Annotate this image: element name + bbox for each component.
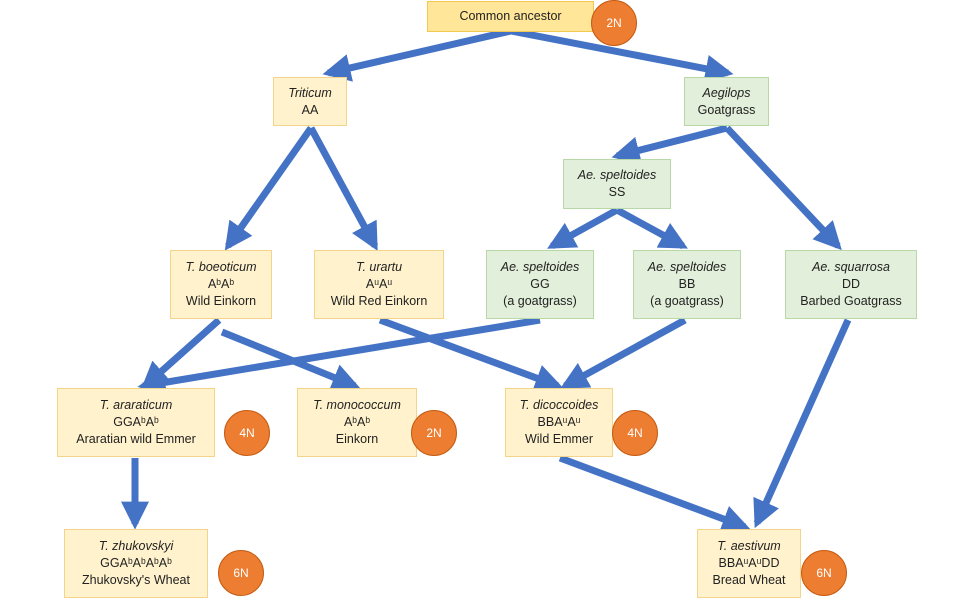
node-aegilops: Aegilops Goatgrass	[684, 77, 769, 126]
node-species: T. boeoticum	[185, 260, 257, 274]
node-species: Ae. speltoides	[500, 260, 580, 274]
node-common-name: Araratian wild Emmer	[76, 432, 196, 446]
ploidy-badge-aestivum: 6N	[801, 550, 847, 596]
node-araraticum: T. araraticum GGAᵇAᵇ Araratian wild Emme…	[57, 388, 215, 457]
node-genome: GGAᵇAᵇAᵇAᵇ	[100, 556, 172, 570]
node-boeoticum: T. boeoticum AᵇAᵇ Wild Einkorn	[170, 250, 272, 319]
arrow-speltoides_ss-to-speltoides_gg	[547, 206, 619, 250]
arrow-squarrosa-to-aestivum	[753, 318, 852, 529]
node-common-name: Wild Emmer	[524, 432, 594, 446]
node-common-name: Wild Einkorn	[185, 294, 257, 308]
node-common-name: Goatgrass	[697, 102, 756, 117]
node-species: T. dicoccoides	[519, 398, 599, 412]
node-triticum: Triticum AA	[273, 77, 347, 126]
node-genome: GG	[530, 277, 550, 291]
node-aestivum: T. aestivum BBAᵘAᵘDD Bread Wheat	[697, 529, 801, 598]
node-speltoides-ss: Ae. speltoides SS	[563, 159, 671, 209]
node-speltoides-gg: Ae. speltoides GG (a goatgrass)	[486, 250, 594, 319]
arrow-aegilops-to-speltoides_ss	[611, 124, 728, 165]
arrow-triticum-to-urartu	[307, 126, 379, 251]
node-genome: AᵇAᵇ	[207, 277, 235, 291]
node-dicoccoides: T. dicoccoides BBAᵘAᵘ Wild Emmer	[505, 388, 613, 457]
node-monococcum: T. monococcum AᵇAᵇ Einkorn	[297, 388, 417, 457]
node-genome: DD	[841, 277, 861, 291]
node-genome: BBAᵘAᵘ	[537, 415, 581, 429]
arrow-aegilops-to-squarrosa	[724, 125, 842, 251]
arrow-ancestor-to-triticum	[322, 27, 512, 82]
node-common-name: (a goatgrass)	[503, 294, 577, 308]
node-species: Ae. squarrosa	[812, 260, 890, 274]
node-species: Triticum	[288, 85, 332, 100]
node-genome: SS	[608, 185, 626, 199]
node-genome: AᵘAᵘ	[365, 277, 393, 291]
node-genome: BBAᵘAᵘDD	[718, 556, 780, 570]
node-speltoides-bb: Ae. speltoides BB (a goatgrass)	[633, 250, 741, 319]
node-species: T. araraticum	[99, 398, 173, 412]
arrow-speltoides_gg-to-araraticum	[137, 316, 541, 397]
node-species: Ae. speltoides	[577, 168, 657, 182]
node-common-name: Wild Red Einkorn	[330, 294, 428, 308]
arrow-triticum-to-boeoticum	[224, 125, 314, 251]
node-urartu: T. urartu AᵘAᵘ Wild Red Einkorn	[314, 250, 444, 319]
node-species: Ae. speltoides	[647, 260, 727, 274]
node-genome: GGAᵇAᵇ	[113, 415, 159, 429]
ploidy-badge-zhukovskyi: 6N	[218, 550, 264, 596]
node-genome: BB	[678, 277, 696, 291]
node-genome: AᵇAᵇ	[343, 415, 371, 429]
node-species: T. zhukovskyi	[98, 539, 174, 553]
node-common-name: Barbed Goatgrass	[800, 294, 902, 308]
arrow-dicoccoides-to-aestivum	[558, 454, 751, 533]
node-common-name: Einkorn	[335, 432, 379, 446]
ploidy-badge-ancestor: 2N	[591, 0, 637, 46]
node-zhukovskyi: T. zhukovskyi GGAᵇAᵇAᵇAᵇ Zhukovsky's Whe…	[64, 529, 208, 598]
ploidy-badge-araraticum: 4N	[224, 410, 270, 456]
node-common-ancestor: Common ancestor	[427, 1, 594, 32]
ploidy-badge-monococcum: 2N	[411, 410, 457, 456]
node-squarrosa: Ae. squarrosa DD Barbed Goatgrass	[785, 250, 917, 319]
ploidy-badge-dicoccoides: 4N	[612, 410, 658, 456]
node-species: T. urartu	[355, 260, 403, 274]
node-common-name: (a goatgrass)	[650, 294, 724, 308]
node-common-name: Zhukovsky's Wheat	[82, 573, 190, 587]
arrow-urartu-to-dicoccoides	[378, 316, 564, 392]
arrow-speltoides_ss-to-speltoides_bb	[615, 206, 688, 250]
node-species: Aegilops	[702, 85, 751, 100]
arrow-ancestor-to-aegilops	[510, 27, 734, 83]
node-common-name: Bread Wheat	[712, 573, 786, 587]
node-label: Common ancestor	[459, 9, 562, 23]
arrow-speltoides_bb-to-dicoccoides	[560, 316, 687, 390]
node-species: T. monococcum	[313, 398, 401, 412]
node-genome: AA	[301, 102, 319, 117]
node-species: T. aestivum	[717, 539, 781, 553]
